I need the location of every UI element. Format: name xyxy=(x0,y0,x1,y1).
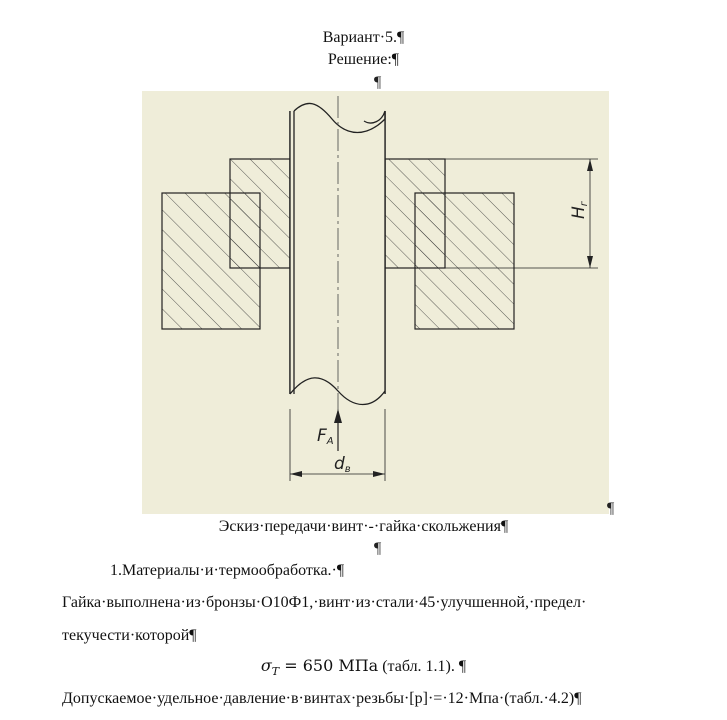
figure-paragraph-mark: ¶ xyxy=(607,500,615,517)
body-line-2: текучести·которой¶ xyxy=(62,627,197,644)
formula-sigma: σ xyxy=(260,656,272,675)
formula-subscript: T xyxy=(271,665,280,679)
yield-strength-formula: σT = 650 МПа (табл. 1.1). ¶ xyxy=(0,656,727,682)
housing-right-section xyxy=(414,192,515,330)
figure-caption: Эскиз·передачи·винт·-·гайка·скольжения¶ xyxy=(218,518,509,535)
diameter-label: dв xyxy=(334,454,351,475)
body-line-3: Допускаемое·удельное·давление·в·винтах·р… xyxy=(62,690,582,707)
housing-left-section xyxy=(161,192,261,330)
height-label: Hг xyxy=(569,200,590,219)
force-label: FA xyxy=(317,426,334,447)
variant-title: Вариант·5.¶ xyxy=(322,29,405,46)
section-heading-materials: 1.Материалы·и·термообработка.·¶ xyxy=(110,562,345,579)
formula-value: = 650 МПа xyxy=(279,656,379,675)
body-line-1: Гайка·выполнена·из·бронзы·О10Ф1,·винт·из… xyxy=(62,594,587,611)
empty-paragraph-mark-2: ¶ xyxy=(374,540,382,557)
solution-heading: Решение:¶ xyxy=(327,51,400,68)
screw-nut-sketch: Hг FA dв xyxy=(142,91,609,514)
formula-reference: (табл. 1.1). ¶ xyxy=(378,658,467,675)
empty-paragraph-mark: ¶ xyxy=(374,74,382,91)
sketch-drawing: Hг FA dв xyxy=(161,96,598,481)
